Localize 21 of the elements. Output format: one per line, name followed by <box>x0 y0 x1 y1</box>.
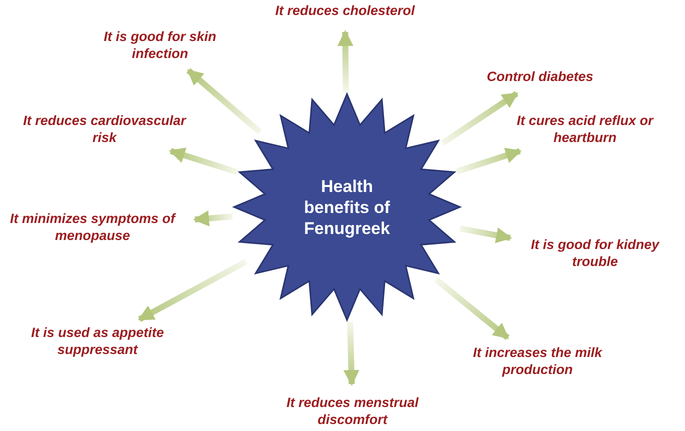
benefit-text: It minimizes symptoms of menopause <box>0 210 185 244</box>
arrow <box>434 277 510 340</box>
benefit-text: It reduces cholesterol <box>245 2 445 19</box>
arrow <box>337 30 354 92</box>
arrow <box>456 148 522 174</box>
benefit-text: Control diabetes <box>470 68 610 85</box>
arrow <box>343 322 360 386</box>
benefit-text: It cures acid reflux or heartburn <box>505 112 665 146</box>
benefit-text: It is good for skin infection <box>95 28 225 62</box>
center-title: Health benefits of Fenugreek <box>303 176 391 238</box>
benefit-text: It reduces cardiovascular risk <box>12 112 197 146</box>
benefit-text: It is used as appetite suppressant <box>5 324 190 358</box>
benefit-text: It is good for kidney trouble <box>520 236 670 270</box>
benefit-text: It increases the milk production <box>455 344 620 378</box>
arrow <box>440 91 518 146</box>
arrow <box>186 68 262 134</box>
benefit-text: It reduces menstrual discomfort <box>265 394 440 428</box>
arrow <box>168 148 238 176</box>
arrow <box>459 225 512 244</box>
arrow <box>192 210 233 226</box>
arrow <box>138 259 248 322</box>
